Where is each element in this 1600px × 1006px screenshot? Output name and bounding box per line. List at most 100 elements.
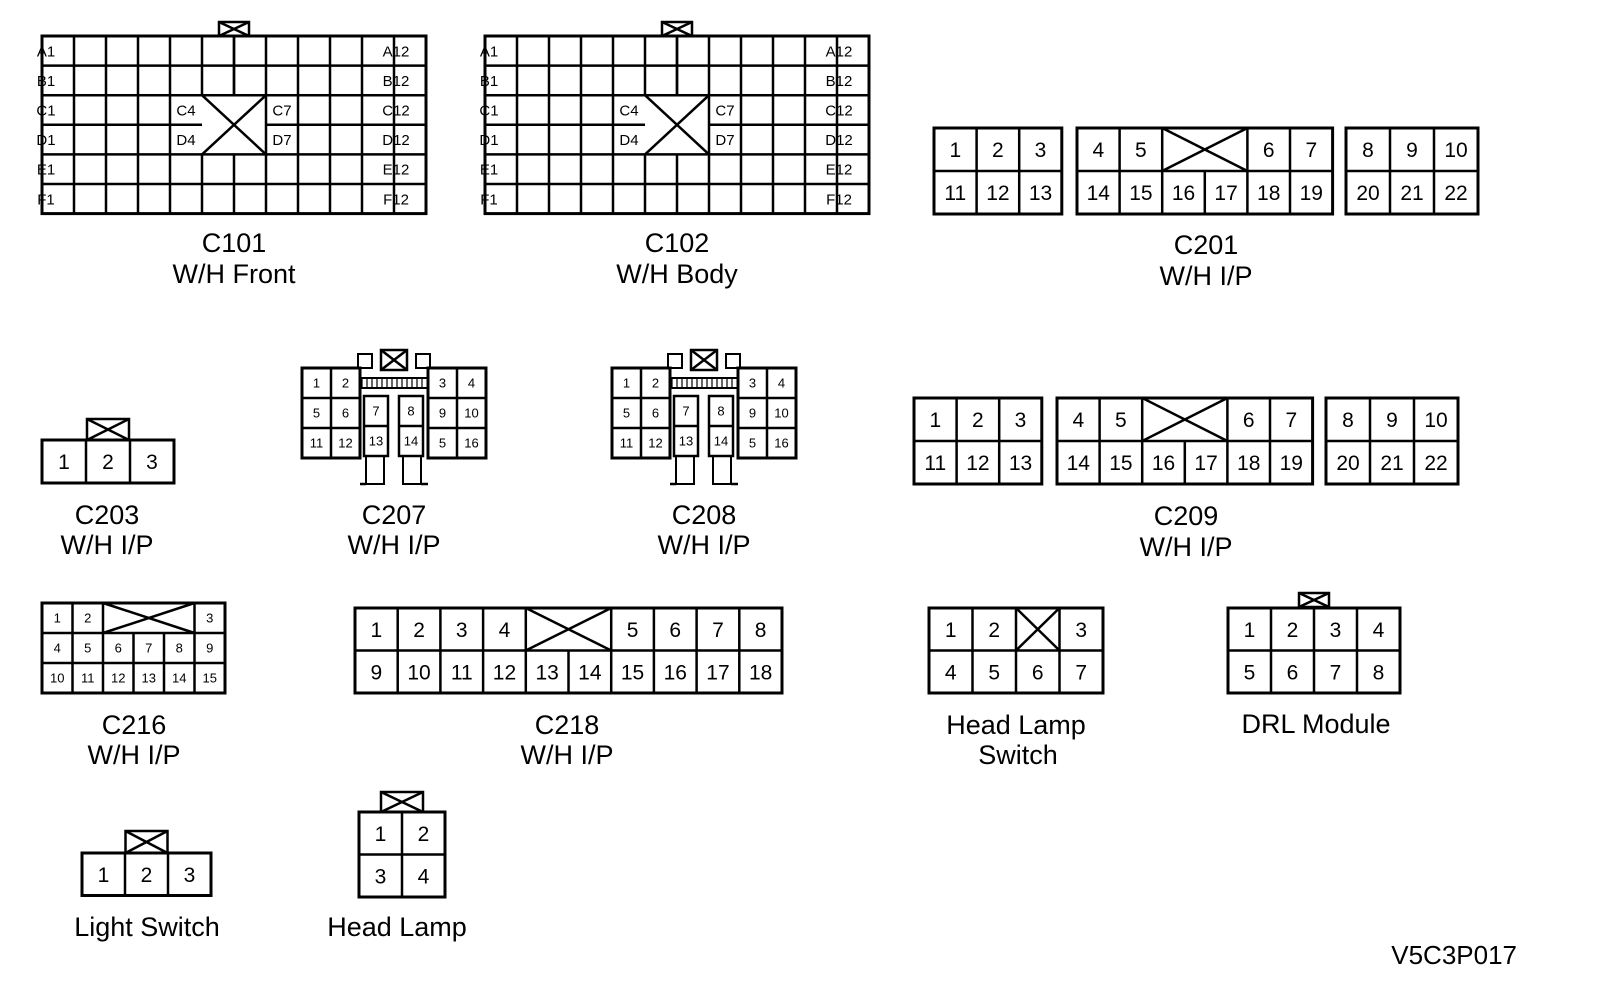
c201-pin: 6 (1263, 139, 1275, 162)
c201-pin: 8 (1362, 139, 1374, 162)
drl-module-pin: 6 (1287, 661, 1299, 684)
c208-tab (725, 353, 741, 369)
c101-pin-C7: C7 (272, 103, 291, 120)
c102-pin-D12: D12 (825, 132, 853, 149)
c208-pin: 12 (648, 436, 662, 451)
c207-pin: 4 (468, 376, 475, 391)
c101-pin-B12: B12 (383, 73, 410, 90)
c208-pin: 16 (774, 436, 788, 451)
c207-latch-icon (380, 349, 408, 371)
c209-pin: 22 (1424, 452, 1447, 475)
c209-pin: 17 (1194, 452, 1217, 475)
c207-pin: 9 (439, 406, 446, 421)
head-lamp-pin: 3 (375, 865, 387, 888)
c218-pin: 17 (706, 661, 729, 684)
head-lamp-title: Head Lamp (327, 912, 467, 942)
c102-pin-C4: C4 (619, 103, 638, 120)
c203-location: W/H I/P (61, 530, 154, 560)
c207-pin: 16 (464, 436, 478, 451)
c201-pin: 20 (1356, 182, 1379, 205)
c218-pin: 6 (669, 619, 681, 642)
c201-pin: 9 (1406, 139, 1418, 162)
c207-pin: 13 (369, 434, 383, 449)
c209-pin: 7 (1285, 409, 1297, 432)
c208-location: W/H I/P (658, 530, 751, 560)
c203-pin: 2 (102, 451, 114, 474)
c209-title: C209 (1154, 501, 1219, 531)
head-lamp-pin: 2 (418, 823, 430, 846)
head-lamp-pin: 1 (375, 823, 387, 846)
c216-pin: 8 (176, 641, 183, 656)
light-switch-latch-icon (124, 829, 169, 855)
c101-latch-icon (218, 20, 250, 38)
c208-comb (669, 377, 739, 389)
c102-pin-B1: B1 (480, 73, 498, 90)
c203-latch-icon (85, 417, 131, 442)
c207-tab (415, 353, 431, 369)
c209-pin: 14 (1067, 452, 1091, 475)
c208-stub (712, 455, 732, 485)
head-lamp-switch-pin: 7 (1075, 661, 1087, 684)
c207-pin: 11 (310, 436, 324, 451)
c216-pin: 6 (115, 641, 122, 656)
c209-pin: 1 (929, 409, 941, 432)
head-lamp-switch-pin: 6 (1032, 661, 1044, 684)
head-lamp-switch-pin: 4 (945, 661, 957, 684)
c216-pin: 13 (142, 671, 156, 686)
c102-latch-icon (661, 20, 693, 38)
c218-pin: 13 (535, 661, 558, 684)
c209-pin: 21 (1380, 452, 1403, 475)
c218-location: W/H I/P (521, 740, 614, 770)
c207-comb (359, 377, 429, 389)
c201-pin: 1 (949, 139, 961, 162)
c207-stub (402, 455, 422, 485)
c208-title: C208 (672, 500, 737, 530)
c216-pin: 9 (206, 641, 213, 656)
c201-pin: 2 (992, 139, 1004, 162)
c207-pin: 10 (464, 406, 478, 421)
c209-pin: 13 (1009, 452, 1032, 475)
c102-pin-A12: A12 (826, 43, 853, 60)
c201-pin: 5 (1135, 139, 1147, 162)
c101-pin-D7: D7 (272, 132, 291, 149)
c207-stub (365, 455, 385, 485)
drl-module-pin: 5 (1244, 661, 1256, 684)
c218-pin: 11 (451, 661, 473, 684)
head-lamp-switch-pin: 2 (988, 619, 1000, 642)
c101-pin-E12: E12 (383, 162, 410, 179)
c208-tab (667, 353, 683, 369)
c102-pin-C7: C7 (715, 103, 734, 120)
c216-pin: 4 (54, 641, 61, 656)
c207-title: C207 (362, 500, 427, 530)
c201-location: W/H I/P (1160, 261, 1253, 291)
c218-title: C218 (535, 710, 600, 740)
c207-pin: 1 (313, 376, 320, 391)
c207-pin: 6 (342, 406, 349, 421)
head-lamp-pin: 4 (418, 865, 430, 888)
c216-pin: 10 (50, 671, 64, 686)
head-lamp-latch-icon (379, 790, 425, 814)
c208-latch-icon (690, 349, 718, 371)
c207-pin: 5 (313, 406, 320, 421)
c102-pin-D4: D4 (619, 132, 638, 149)
c201-pin: 4 (1092, 139, 1104, 162)
light-switch-pin: 2 (141, 864, 153, 887)
c201-title: C201 (1174, 230, 1239, 260)
head-lamp-switch-blank-cross (1015, 607, 1061, 652)
c209-pin: 19 (1280, 452, 1303, 475)
c201-pin: 14 (1087, 182, 1111, 205)
c208-pin: 6 (652, 406, 659, 421)
c208-pin: 4 (778, 376, 785, 391)
c201-pin: 12 (986, 182, 1009, 205)
drl-module-pin: 8 (1373, 661, 1385, 684)
c102-blank-cross (644, 94, 710, 156)
c216-pin: 12 (111, 671, 125, 686)
c101-pin-E1: E1 (37, 162, 55, 179)
c201-pin: 17 (1214, 182, 1237, 205)
c216-pin: 7 (145, 641, 152, 656)
c201-pin: 7 (1305, 139, 1317, 162)
c207-pin: 12 (338, 436, 352, 451)
c218-pin: 18 (749, 661, 772, 684)
c208-pin: 9 (749, 406, 756, 421)
